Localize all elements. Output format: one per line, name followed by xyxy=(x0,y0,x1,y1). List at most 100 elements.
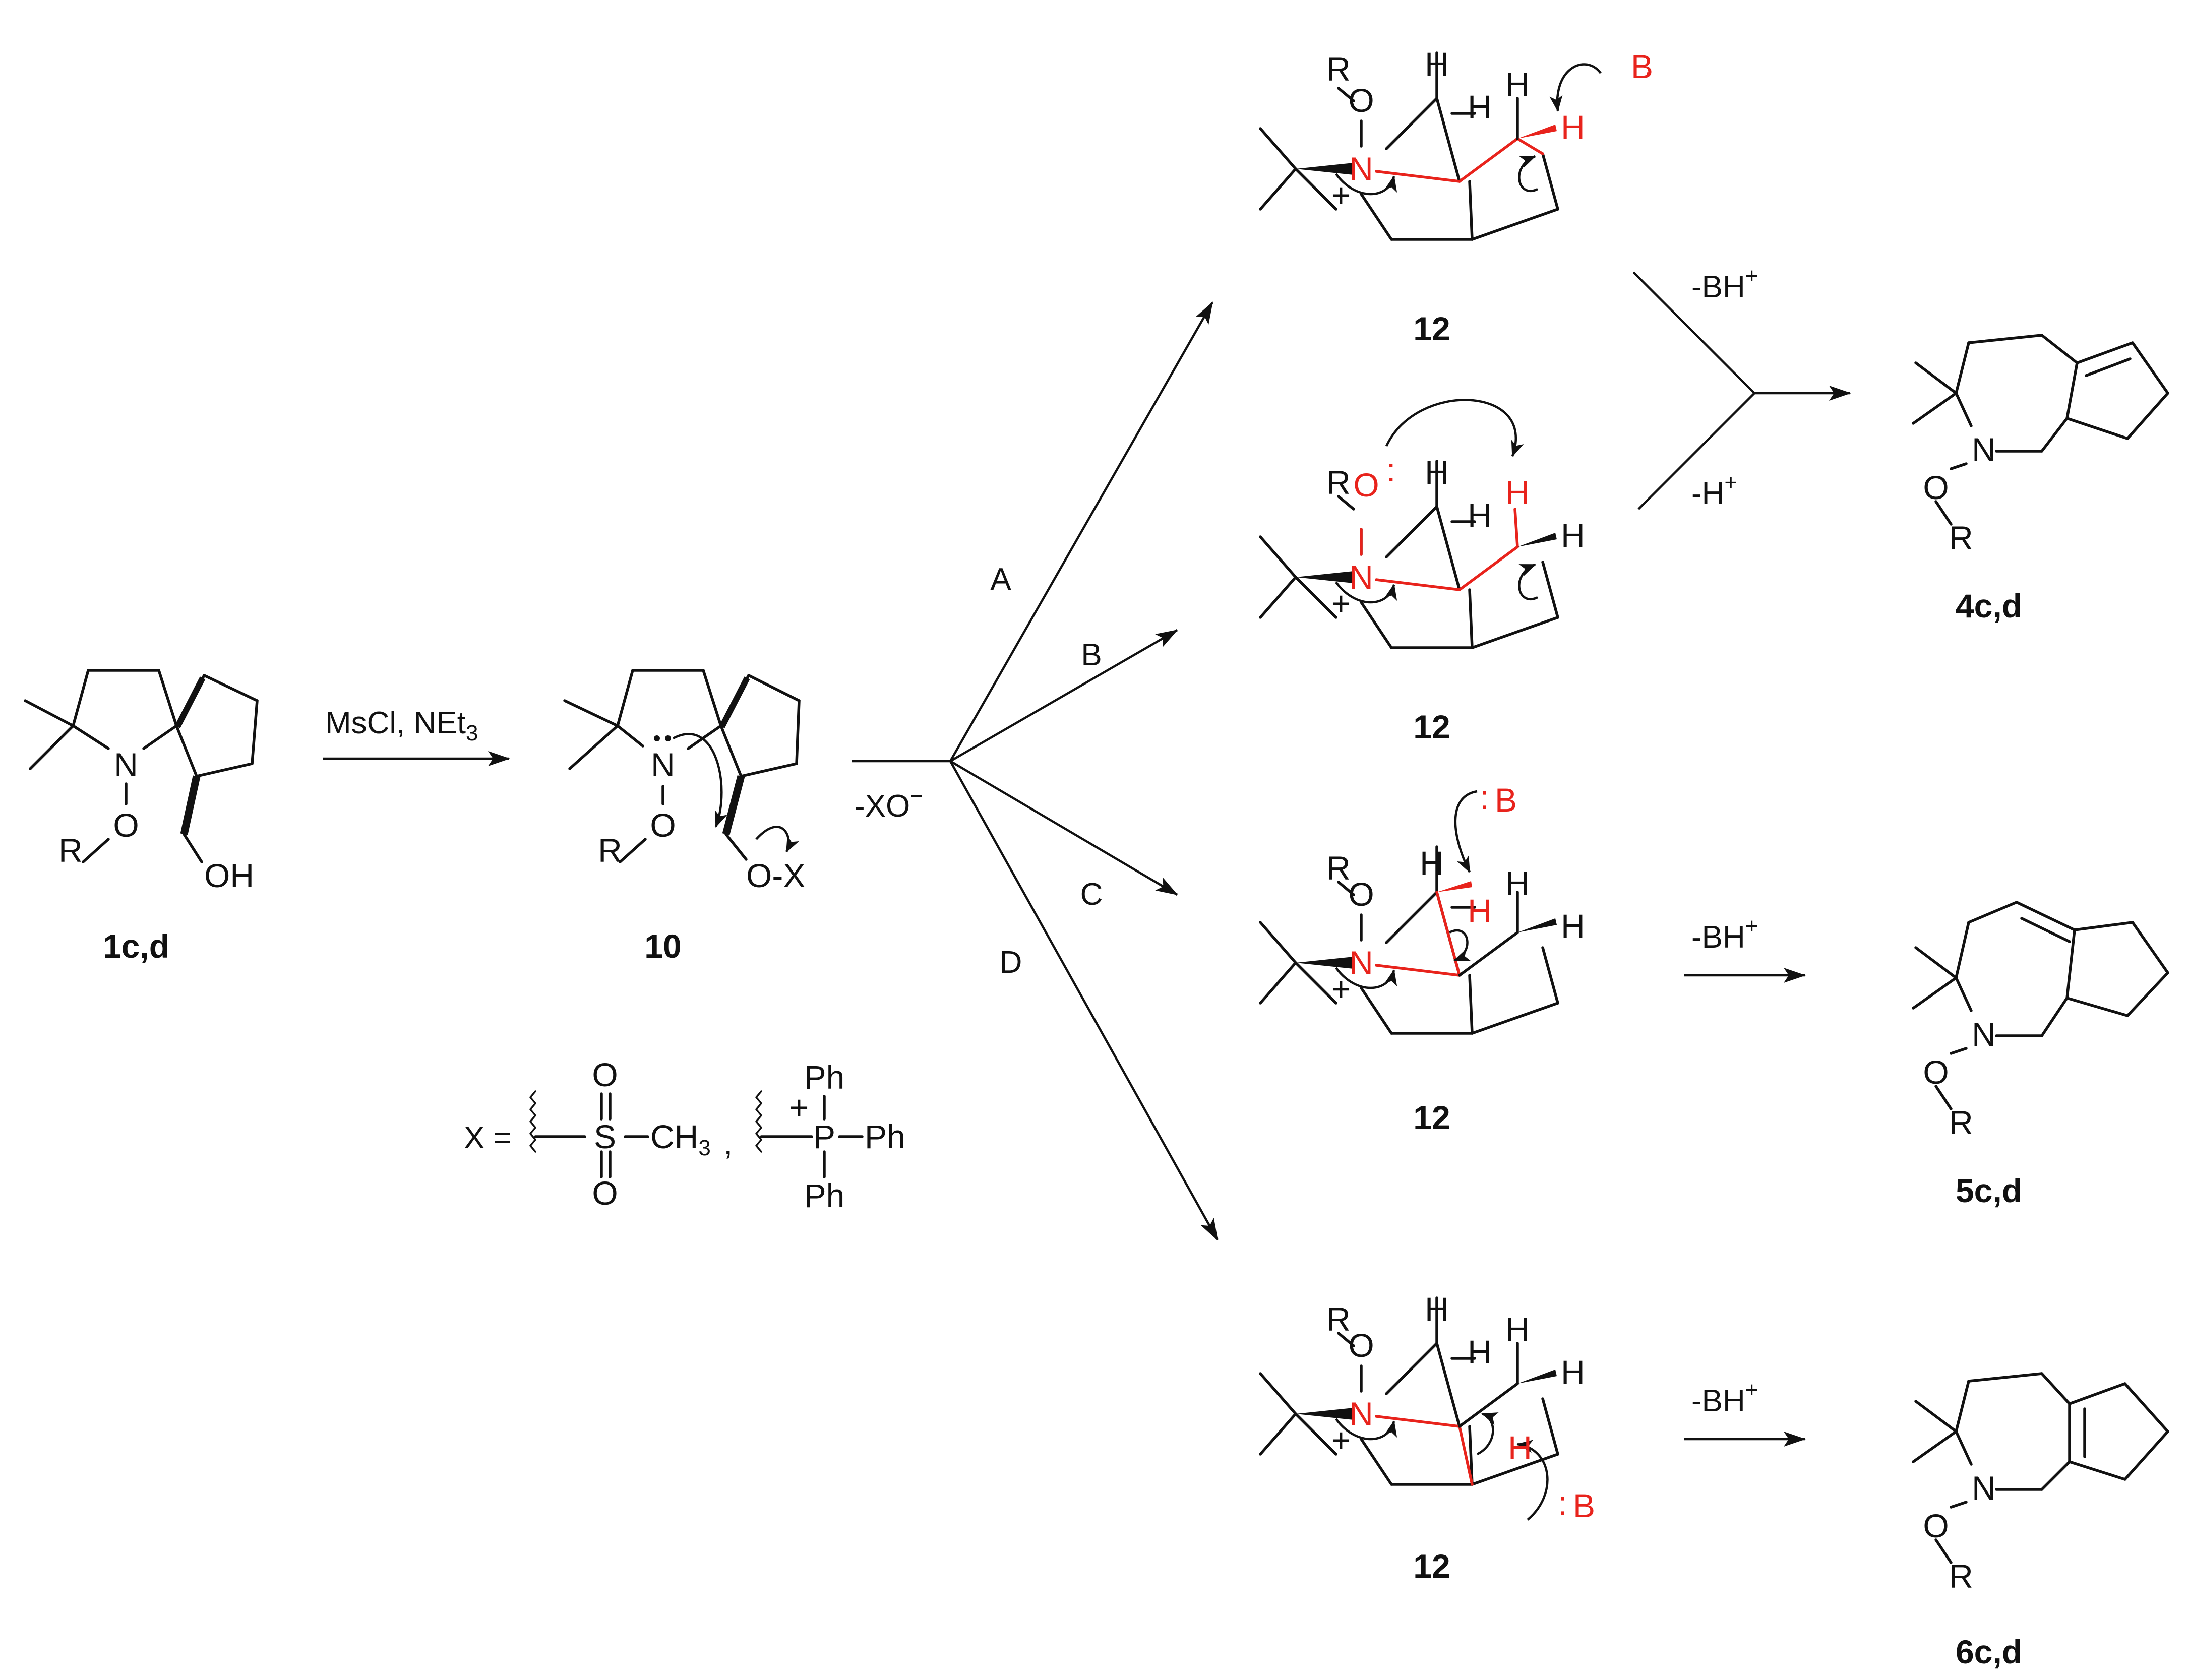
compound-label-1cd: 1c,d xyxy=(103,927,169,965)
curly-arrow-attack xyxy=(672,733,727,828)
charge-plus: + xyxy=(789,1089,809,1126)
hydrogen-atom: H xyxy=(1505,66,1530,103)
sulfur-atom: S xyxy=(594,1118,616,1155)
compound-label-10: 10 xyxy=(644,927,681,965)
comma-separator: , xyxy=(723,1124,733,1161)
path-label-a: A xyxy=(990,562,1011,597)
hydrogen-atom: H xyxy=(1468,1333,1492,1371)
cation-12-path-c xyxy=(1260,790,1558,1033)
r-group: R xyxy=(598,832,622,869)
cation-12-path-d xyxy=(1260,1298,1558,1521)
base-lone-pair: : xyxy=(1558,1484,1567,1522)
phenyl-group: Ph xyxy=(865,1118,905,1155)
nitrogen-atom: N xyxy=(114,746,138,783)
path-label-b: B xyxy=(1081,638,1102,672)
nitrogen-atom: N xyxy=(1349,944,1373,981)
r-group: R xyxy=(1326,50,1351,88)
nitrogen-atom: N xyxy=(1349,1395,1373,1433)
base: B xyxy=(1631,48,1653,85)
lone-pair-dot xyxy=(654,735,660,741)
charge-plus: + xyxy=(1331,1421,1351,1459)
hydrogen-atom: H xyxy=(1468,496,1492,534)
charge-plus: + xyxy=(1331,970,1351,1008)
oxygen-lone-pair: : xyxy=(1386,451,1395,488)
oxygen-atom: O xyxy=(1923,1053,1949,1091)
leaving-group-ox: O-X xyxy=(746,857,805,894)
x-definition xyxy=(529,1090,864,1178)
oxygen-atom: O xyxy=(1923,1507,1949,1544)
nitrogen-atom: N xyxy=(1349,150,1373,188)
phenyl-group: Ph xyxy=(804,1177,845,1214)
oxygen-atom: O xyxy=(1348,82,1374,119)
hydrogen-atom-abstracted: H xyxy=(1468,892,1492,929)
compound-label-12-b: 12 xyxy=(1413,708,1450,745)
path-arrow-c xyxy=(949,760,1178,896)
hydrogen-atom: H xyxy=(1420,844,1444,882)
oxygen-atom: O xyxy=(650,806,676,844)
product-6cd-structure xyxy=(1912,1372,2169,1564)
nitrogen-atom: N xyxy=(1972,431,1996,468)
charge-plus: + xyxy=(1331,585,1351,622)
product-4cd-structure xyxy=(1912,334,2169,526)
nitrogen-atom: N xyxy=(1972,1016,1996,1053)
oxygen-atom: O xyxy=(592,1056,618,1093)
compound-label-6cd: 6c,d xyxy=(1956,1633,2022,1670)
path-label-c: C xyxy=(1080,877,1103,912)
r-group: R xyxy=(1326,1300,1351,1338)
nitrogen-atom: N xyxy=(651,746,675,783)
path-arrow-d xyxy=(949,760,1219,1241)
phosphorus-atom: P xyxy=(813,1118,835,1155)
path-label-d: D xyxy=(1000,945,1022,980)
compound-label-4cd: 4c,d xyxy=(1956,587,2022,625)
hydroxyl-group: OH xyxy=(204,857,254,894)
hydrogen-atom-abstracted: H xyxy=(1508,1429,1532,1466)
hydrogen-atom: H xyxy=(1505,1311,1530,1348)
path-arrow-a xyxy=(949,301,1213,762)
cation-12-path-b xyxy=(1260,399,1558,648)
compound-1cd-structure xyxy=(24,669,259,863)
base-lone-pair: : xyxy=(1644,45,1653,83)
elimination-bh: -BH+ xyxy=(1691,1378,1758,1418)
hydrogen-atom: H xyxy=(1561,517,1585,554)
hydrogen-atom-abstracted: H xyxy=(1505,474,1530,511)
oxygen-atom: O xyxy=(592,1174,618,1212)
hydrogen-atom: H xyxy=(1425,454,1449,491)
compound-label-12-a: 12 xyxy=(1413,310,1450,347)
r-group: R xyxy=(1949,1558,1973,1595)
r-group: R xyxy=(58,832,83,869)
base: B xyxy=(1573,1487,1595,1524)
hydrogen-atom: H xyxy=(1468,88,1492,126)
oxygen-atom: O xyxy=(1348,1327,1374,1364)
nitrogen-atom: N xyxy=(1972,1469,1996,1507)
hydrogen-atom: H xyxy=(1561,1353,1585,1391)
leaving-group-loss: -XO− xyxy=(855,784,923,824)
x-definition-prefix: X = xyxy=(464,1121,512,1155)
elimination-h: -H+ xyxy=(1691,470,1737,511)
charge-plus: + xyxy=(1331,176,1351,214)
product-5cd-structure xyxy=(1912,901,2169,1110)
compound-label-12-c: 12 xyxy=(1413,1099,1450,1136)
base-lone-pair: : xyxy=(1480,779,1489,816)
step1-reagents: MsCl, NEt3 xyxy=(325,706,478,745)
r-group: R xyxy=(1949,519,1973,556)
hydrogen-atom-abstracted: H xyxy=(1561,108,1585,146)
phenyl-group: Ph xyxy=(804,1059,845,1096)
compound-label-5cd: 5c,d xyxy=(1956,1172,2022,1209)
path-arrow-b xyxy=(949,629,1178,762)
compound-label-12-d: 12 xyxy=(1413,1547,1450,1585)
r-group: R xyxy=(1949,1104,1973,1141)
compound-10-structure xyxy=(563,669,801,863)
hydrogen-atom: H xyxy=(1425,45,1449,83)
cation-12-path-a xyxy=(1260,53,1602,239)
base: B xyxy=(1495,781,1517,819)
elimination-bh: -BH+ xyxy=(1691,914,1758,955)
r-group: R xyxy=(1326,849,1351,887)
elimination-bh: -BH+ xyxy=(1691,264,1758,304)
oxygen-atom: O xyxy=(1353,466,1379,504)
curly-arrow-leaving xyxy=(755,826,800,853)
nitrogen-atom: N xyxy=(1349,558,1373,596)
oxygen-atom: O xyxy=(113,806,139,844)
methyl-group: CH3 xyxy=(650,1118,711,1160)
oxygen-atom: O xyxy=(1348,876,1374,913)
